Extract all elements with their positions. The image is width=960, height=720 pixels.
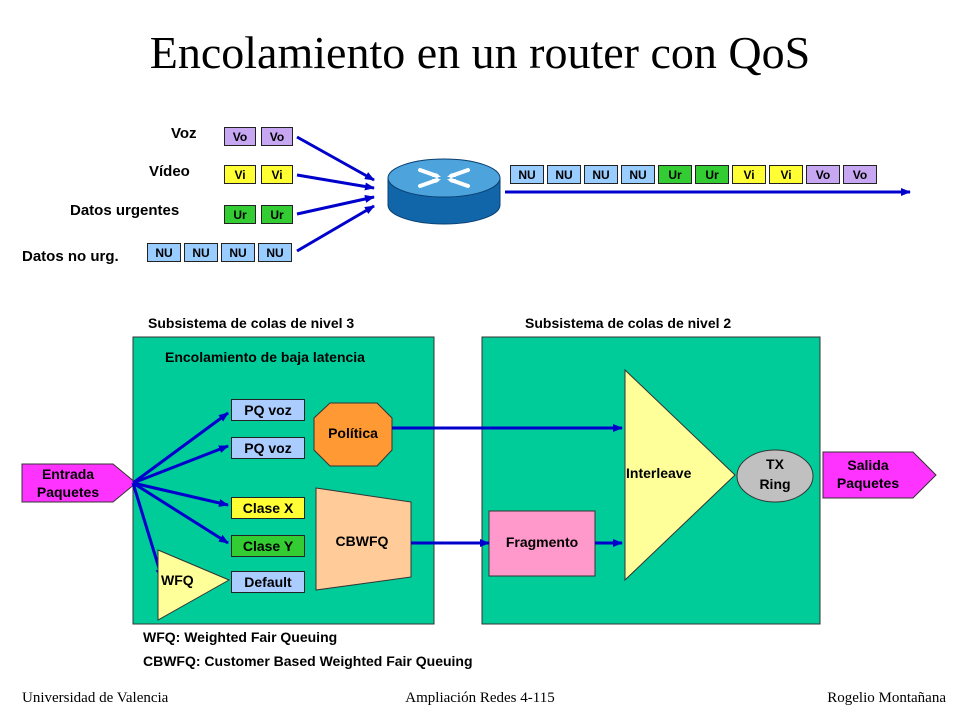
arrow-to-clase-x <box>132 481 229 507</box>
packet-video: Vi <box>261 165 293 184</box>
wfq-shape <box>157 549 231 621</box>
interleave-label: Interleave <box>626 465 692 481</box>
footer-left: Universidad de Valencia <box>22 690 169 706</box>
label-video: Vídeo <box>149 163 190 180</box>
pq-voz-queue: PQ voz <box>231 437 305 459</box>
politica-shape <box>313 402 393 467</box>
legend-wfq: WFQ: Weighted Fair Queuing <box>143 629 338 645</box>
pq-voz-queue: PQ voz <box>231 399 305 421</box>
clase-x-queue: Clase X <box>231 497 305 519</box>
cbwfq-shape <box>315 487 412 591</box>
arrow-video <box>296 173 375 191</box>
packet-voz: Vo <box>261 127 293 146</box>
label-datos-urgentes: Datos urgentes <box>70 202 180 219</box>
packet-no-urgente: NU <box>258 243 292 262</box>
packet-out-urgente: Ur <box>658 165 692 184</box>
label-datos-no-urgentes: Datos no urg. <box>22 248 119 265</box>
default-queue: Default <box>231 571 305 593</box>
entrada-shape <box>21 463 137 503</box>
llq-label: Encolamiento de baja latencia <box>165 349 365 365</box>
router-icon <box>387 158 501 225</box>
packet-out-video: Vi <box>732 165 766 184</box>
packet-out-no-urgente: NU <box>621 165 655 184</box>
packet-out-video: Vi <box>769 165 803 184</box>
packet-out-urgente: Ur <box>695 165 729 184</box>
packet-urgente: Ur <box>224 205 256 224</box>
tx-ring-label-2: Ring <box>759 476 791 492</box>
footer-center: Ampliación Redes 4-115 <box>405 690 555 706</box>
fragmento-shape <box>488 510 596 577</box>
packet-out-no-urgente: NU <box>547 165 581 184</box>
entrada-paquetes: Entrada Paquetes <box>36 466 100 500</box>
clase-y-queue: Clase Y <box>231 535 305 557</box>
politica-label: Política <box>328 425 378 441</box>
page-title: Encolamiento en un router con QoS <box>149 27 811 78</box>
packet-out-no-urgente: NU <box>584 165 618 184</box>
packet-video: Vi <box>224 165 256 184</box>
label-voz: Voz <box>171 125 197 142</box>
packet-urgente: Ur <box>261 205 293 224</box>
arrow-to-pq2 <box>132 444 229 485</box>
legend-cbwfq: CBWFQ: Customer Based Weighted Fair Queu… <box>143 653 473 669</box>
arrow-urgentes <box>296 195 375 216</box>
cbwfq-label: CBWFQ <box>335 533 389 549</box>
packet-out-no-urgente: NU <box>510 165 544 184</box>
packet-no-urgente: NU <box>221 243 255 262</box>
packet-voz: Vo <box>224 127 256 146</box>
salida-shape <box>822 451 937 499</box>
subsystem-level3-label: Subsistema de colas de nivel 3 <box>148 315 355 331</box>
packet-out-voz: Vo <box>806 165 840 184</box>
packet-no-urgente: NU <box>147 243 181 262</box>
interleave-shape <box>624 368 736 582</box>
tx-ring-shape <box>736 449 814 503</box>
arrow-to-pq1 <box>132 411 229 485</box>
footer-right: Rogelio Montañana <box>827 690 946 706</box>
salida-paquetes: Salida Paquetes <box>836 457 900 491</box>
arrow-to-clase-y <box>132 481 229 545</box>
packet-no-urgente: NU <box>184 243 218 262</box>
arrow-to-wfq <box>131 482 164 579</box>
arrow-no-urgentes <box>296 204 375 253</box>
arrow-voz <box>296 135 375 182</box>
packet-out-voz: Vo <box>843 165 877 184</box>
wfq-label: WFQ <box>161 572 194 588</box>
fragmento-label: Fragmento <box>505 534 579 550</box>
tx-ring-label-1: TX <box>766 456 784 472</box>
subsystem-level2-label: Subsistema de colas de nivel 2 <box>525 315 732 331</box>
